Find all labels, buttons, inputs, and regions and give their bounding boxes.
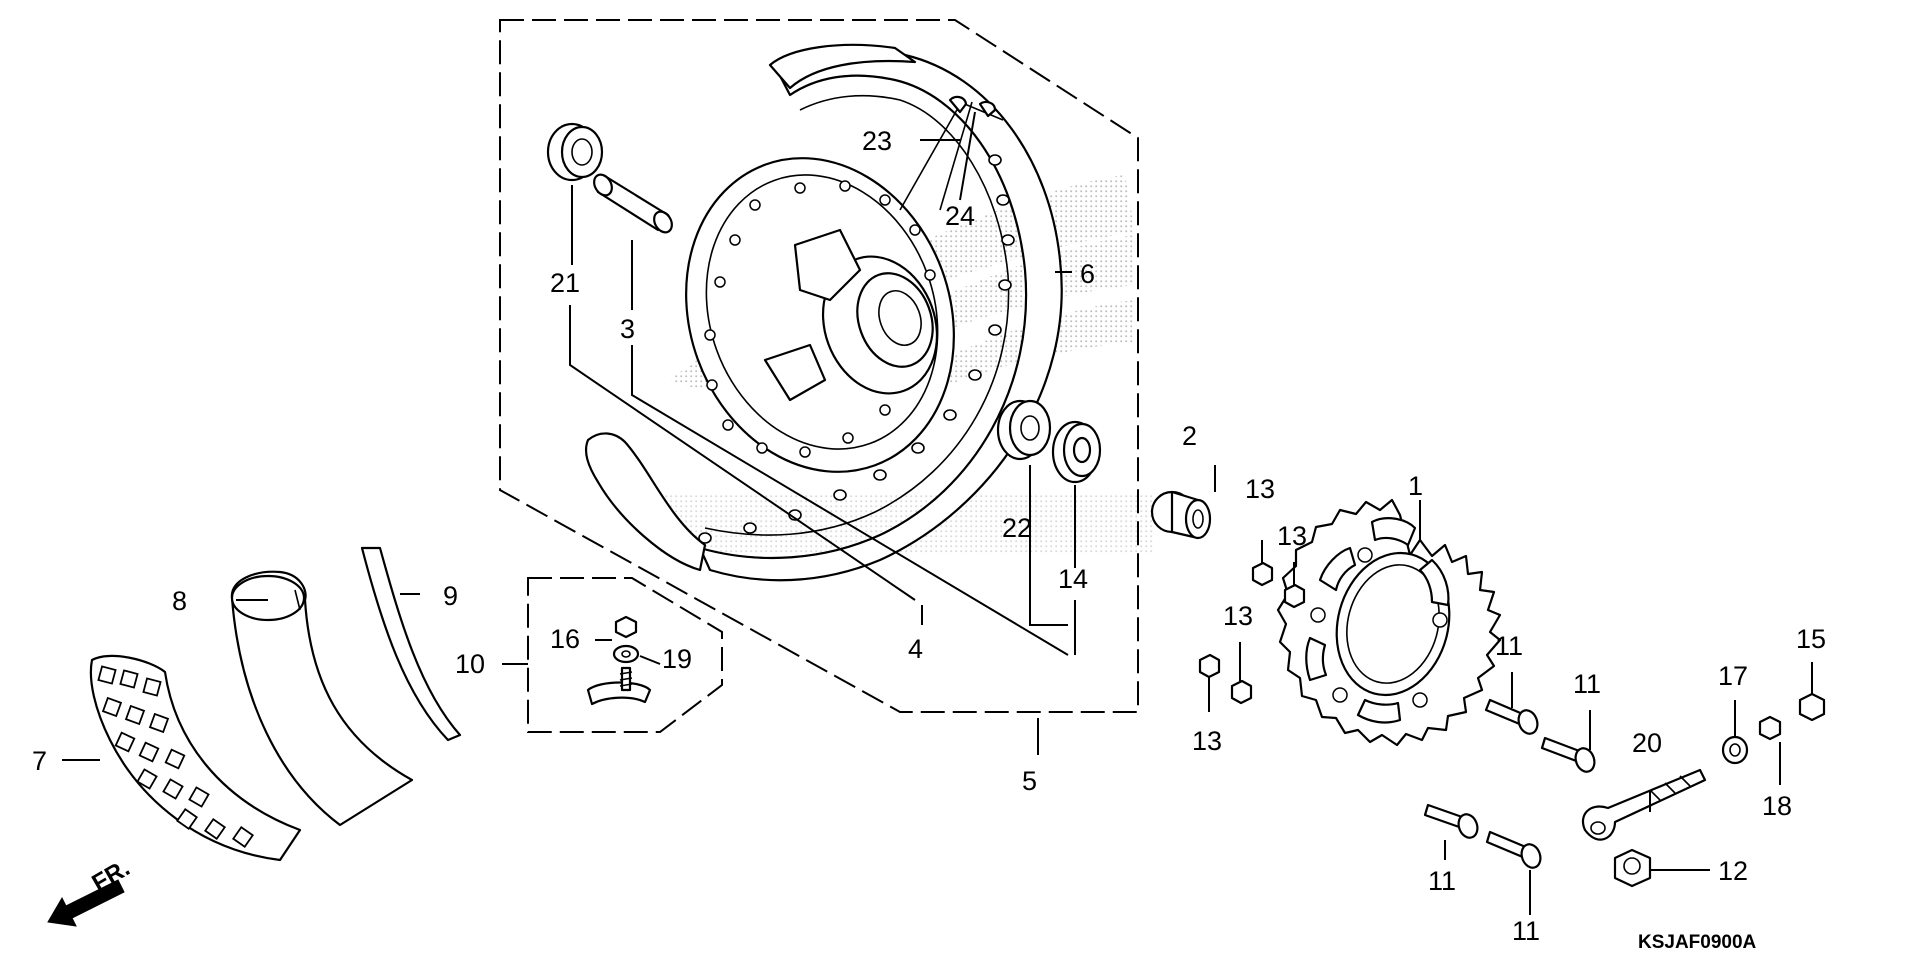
rim-band-9: [360, 546, 462, 742]
dust-seal-14: [1051, 420, 1102, 484]
callout-11-d: 11: [1512, 916, 1540, 946]
nut-15: [1798, 692, 1826, 722]
bearing-22: [996, 399, 1052, 461]
wheel-hub: [685, 157, 955, 473]
callout-5: 5: [1022, 766, 1037, 796]
callout-13-a: 13: [1245, 474, 1275, 504]
callout-11-b: 11: [1573, 669, 1601, 699]
callout-23: 23: [862, 126, 892, 156]
callout-21: 21: [550, 268, 580, 298]
direction-label: FR.: [88, 854, 135, 897]
callout-18: 18: [1762, 791, 1792, 821]
callout-11-c: 11: [1428, 866, 1456, 896]
callout-8: 8: [172, 586, 187, 616]
callout-16: 16: [550, 624, 580, 654]
inner-tube-8: [230, 570, 414, 827]
callout-11-a: 11: [1495, 631, 1523, 661]
washer-17: [1721, 735, 1749, 765]
callout-1: 1: [1408, 471, 1423, 501]
callout-17: 17: [1718, 661, 1748, 691]
rim-lock-group-boundary: [527, 577, 723, 733]
nut-18: [1758, 715, 1782, 741]
leader-lines: [62, 111, 1813, 915]
rim-lock-washer-19: [612, 644, 640, 664]
bearing-21: [546, 122, 604, 182]
callout-13-c: 13: [1223, 601, 1253, 631]
rim-lock-body: [586, 666, 652, 706]
sprocket-bolts-11: [1423, 698, 1596, 869]
spokes: [899, 95, 1004, 211]
callout-13-b: 13: [1277, 521, 1307, 551]
callout-6: 6: [1080, 259, 1095, 289]
wheel-rim: [698, 49, 1063, 582]
tire-7: [89, 654, 302, 862]
callout-3: 3: [620, 314, 635, 344]
wheel-assembly-boundary: [499, 19, 1139, 713]
rim-upper-section: [768, 43, 917, 90]
callout-22: 22: [1002, 513, 1032, 543]
callout-19: 19: [662, 644, 692, 674]
callout-2: 2: [1182, 421, 1197, 451]
collar-2: [1150, 490, 1212, 540]
callout-13-d: 13: [1192, 726, 1222, 756]
callouts: 1 2 3 4 5 6 7 8 9 10 11 11 11 11 12 13 1…: [32, 126, 1826, 946]
callout-12: 12: [1718, 856, 1748, 886]
rim-lock-nut-16: [614, 615, 638, 639]
front-direction-arrow-icon: FR.: [47, 854, 135, 927]
sprocket-1: [1276, 498, 1502, 747]
callout-10: 10: [455, 649, 485, 679]
callout-24: 24: [945, 201, 975, 231]
callout-15: 15: [1796, 624, 1826, 654]
chain-adjuster-20: [1582, 768, 1707, 841]
callout-20: 20: [1632, 728, 1662, 758]
sprocket-nuts-13: [1198, 561, 1306, 705]
diagram-code: KSJAF0900A: [1638, 932, 1757, 953]
distance-collar-3: [593, 173, 673, 234]
rim-lower-section: [584, 432, 707, 572]
callout-4: 4: [908, 634, 923, 664]
callout-14: 14: [1058, 564, 1088, 594]
callout-7: 7: [32, 746, 47, 776]
callout-9: 9: [443, 581, 458, 611]
axle-nut-12: [1613, 848, 1652, 888]
